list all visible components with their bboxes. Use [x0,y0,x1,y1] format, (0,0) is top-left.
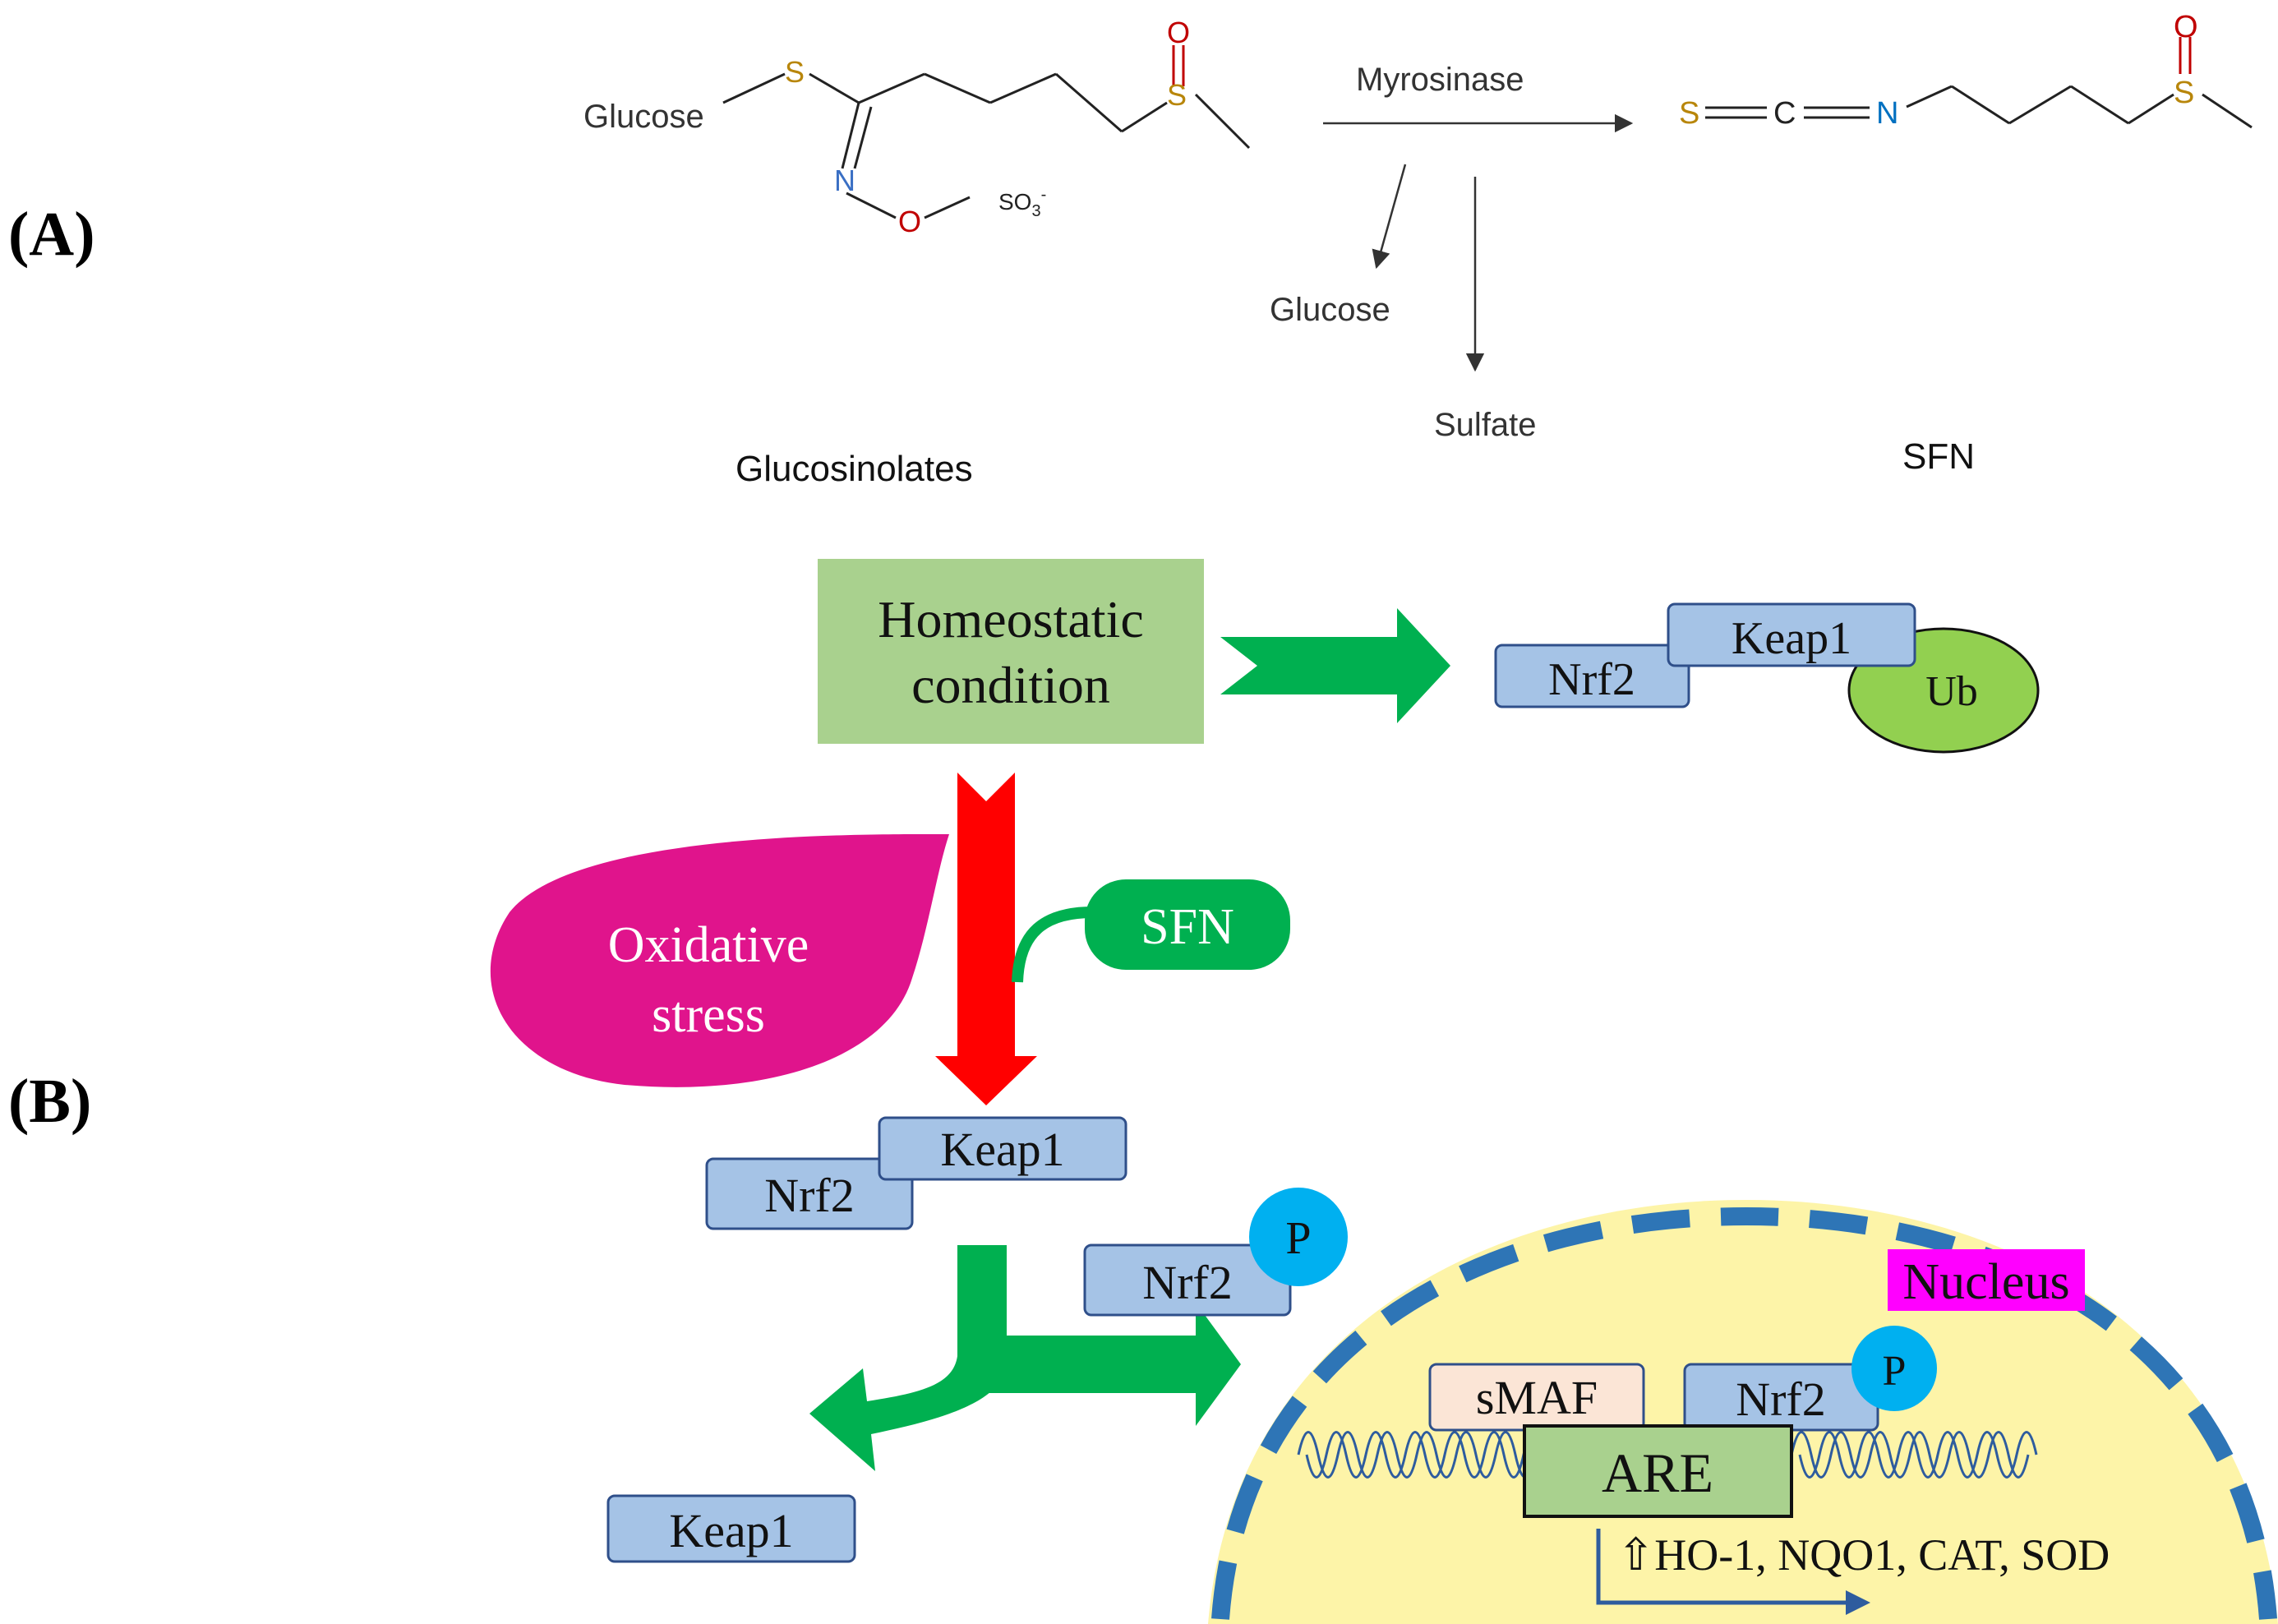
nucleus-membrane [1211,1206,2277,1620]
glucose-release-arrow [1372,164,1407,270]
atom-oxygen-2: O [898,205,921,238]
split-arrow-left [809,1245,1007,1471]
nucleus-label-bg [1888,1249,2085,1311]
stress-arrow [935,773,1037,1105]
protein-nrf2-complex-b [705,1157,914,1230]
sfn-pill [1085,879,1290,970]
phosphate-label-b: P [1883,1348,1907,1395]
phosphate-label-a: P [1285,1213,1311,1264]
sfn-atom-nitrogen: N [1876,96,1898,131]
reaction-scheme: Glucose S S O N O SO3- Myrosinase Glucos… [583,10,2253,489]
split-arrow-right [982,1303,1241,1426]
oxidative-line2: stress [652,987,765,1043]
homeostatic-line2: condition [911,656,1110,714]
protein-nrf2-complex-a [1494,644,1690,708]
nucleus-label: Nucleus [1902,1254,2069,1310]
are-label: ARE [1602,1442,1713,1504]
atom-sulfur-2: S [1167,78,1187,112]
sfn-atom-sulfur-1: S [1679,96,1699,131]
byproduct-sulfate-label: Sulfate [1434,407,1537,443]
sfn-structure [1705,85,2253,129]
sfn-pill-label: SFN [1141,899,1234,955]
sfn-atom-sulfur-2: S [2174,76,2194,110]
protein-keap1-free [606,1494,856,1563]
sfn-atom-carbon: C [1773,96,1796,131]
nrf2-label-complex-b: Nrf2 [764,1169,855,1222]
nrf2-label-complex-a: Nrf2 [1548,654,1635,705]
panel-label-b: (B) [8,1067,91,1136]
ubiquitin-label: Ub [1925,668,1978,715]
keap1-label-complex-a: Keap1 [1732,613,1851,664]
byproduct-glucose-label: Glucose [1270,292,1390,328]
oxidative-stress-blob [490,833,949,1087]
protein-keap1-complex-b [878,1116,1127,1181]
sulfonate-label: SO3- [998,186,1046,220]
nrf2-label-nuclear: Nrf2 [1736,1373,1826,1426]
nrf2-label-phospho-a: Nrf2 [1142,1256,1233,1309]
keap1-label-complex-b: Keap1 [940,1123,1064,1176]
stress-arrow-notch [957,773,1015,801]
gene-expression-arrow [1596,1529,1870,1615]
protein-keap1-complex-a [1667,602,1916,667]
smaf-label: sMAF [1476,1371,1598,1424]
atom-nitrogen-1: N [834,164,855,197]
panel-label-a: (A) [8,200,95,269]
substrate-name: Glucosinolates [736,449,973,489]
homeostatic-line1: Homeostatic [878,590,1143,648]
homeostatic-arrow [1220,608,1450,723]
sfn-atom-oxygen: O [2174,10,2198,44]
product-name: SFN [1902,436,1975,477]
homeostatic-box [818,559,1204,744]
are-box [1523,1424,1793,1518]
oxidative-line1: Oxidative [608,917,809,973]
phosphate-b [1851,1326,1937,1411]
atom-sulfur-1: S [785,55,805,89]
sfn-connector [1012,907,1094,983]
enzyme-label: Myrosinase [1356,62,1524,98]
glucosinolate-structure [722,72,1251,219]
keap1-label-free: Keap1 [669,1504,793,1557]
atom-oxygen-1: O [1167,16,1190,49]
target-genes-label: ⇧HO-1, NQO1, CAT, SOD [1617,1530,2110,1580]
phosphate-a [1249,1188,1348,1286]
substrate-glucose-label: Glucose [583,99,704,135]
